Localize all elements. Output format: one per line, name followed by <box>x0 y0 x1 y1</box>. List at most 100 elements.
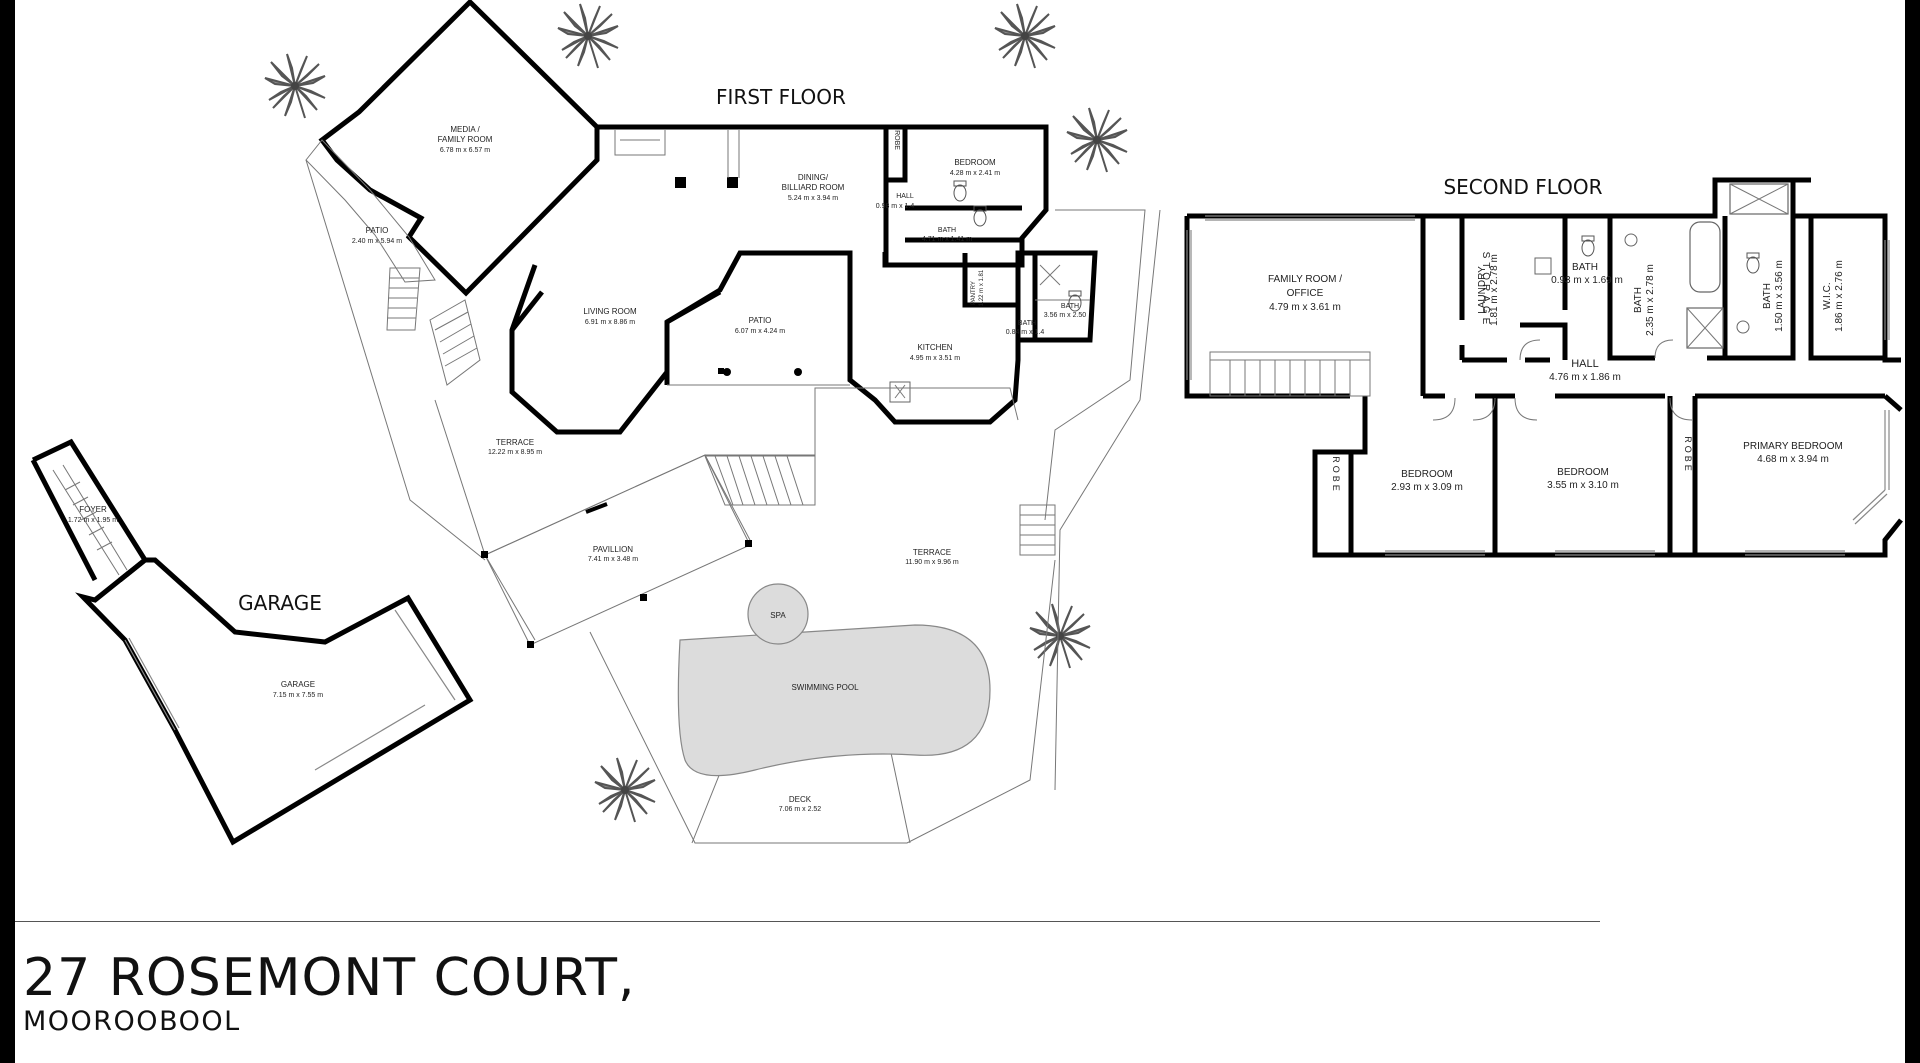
bath-name: BATH <box>938 227 956 234</box>
toilet-icon <box>1581 235 1595 257</box>
sink-icon <box>1624 233 1638 247</box>
dining-room-name: BILLIARD ROOM <box>782 183 845 192</box>
bath-dims: 1.50 m x 3.56 m <box>1774 260 1785 332</box>
bath-name: BATH <box>1572 262 1598 273</box>
deck-dims: 7.06 m x 2.52 <box>779 806 822 813</box>
suburb-title: MOOROOBOOL <box>23 1006 241 1037</box>
hall-dims: 4.76 m x 1.86 m <box>1549 372 1621 383</box>
bath-dims: 3.56 m x 2.50 <box>1044 312 1087 319</box>
stairs-icon <box>704 455 1056 556</box>
bathtub-icon <box>1689 221 1721 293</box>
robe-label: ROBE <box>893 130 900 150</box>
palm-tree-icon <box>264 53 326 119</box>
bedroom-dims: 3.55 m x 3.10 m <box>1547 480 1619 491</box>
bath-dims: 4.71 m x 1.41 m <box>922 236 972 243</box>
kitchen-walls <box>1015 250 1098 343</box>
bedroom-name: BEDROOM <box>1401 469 1453 480</box>
toilet-icon <box>1746 252 1760 274</box>
address-title: 27 ROSEMONT COURT, <box>23 948 636 1008</box>
palm-tree-icon <box>994 3 1056 69</box>
palm-tree-icon <box>594 757 656 823</box>
media-room-dims: 6.78 m x 6.57 m <box>440 147 490 154</box>
stairs-icon <box>1209 351 1371 397</box>
storage-label: STORAGE <box>1480 252 1491 329</box>
bath-name: BATH <box>1762 283 1773 309</box>
bedroom-name: BEDROOM <box>954 158 996 167</box>
dining-room-name: DINING/ <box>798 173 829 182</box>
spa-name: SPA <box>770 611 786 620</box>
shower-icon <box>1686 307 1724 349</box>
garage-room-name: GARAGE <box>281 680 315 689</box>
pantry-name: PANTRY <box>971 281 977 305</box>
sink-icon <box>1736 320 1750 334</box>
family-room-dims: 4.79 m x 3.61 m <box>1269 302 1341 313</box>
bath-name: BATH <box>1018 320 1036 327</box>
palm-tree-icon <box>1029 603 1091 669</box>
garage-walls <box>75 557 474 846</box>
second-floor-heading: SECOND FLOOR <box>1443 175 1602 199</box>
foyer-dims: 1.72 m x 1.95 m <box>68 517 118 524</box>
hall-name: HALL <box>896 193 914 200</box>
bedroom-dims: 4.28 m x 2.41 m <box>950 170 1000 177</box>
kitchen-name: KITCHEN <box>917 343 952 352</box>
patio-small-name: PATIO <box>366 226 389 235</box>
palm-tree-icon <box>1066 107 1128 173</box>
title-divider <box>15 921 1600 922</box>
bath-dims: 2.35 m x 2.78 m <box>1645 264 1656 336</box>
media-room-name: MEDIA / <box>450 125 480 134</box>
floor-plan-drawing: MEDIA / FAMILY ROOM 6.78 m x 6.57 m PATI… <box>30 0 1903 846</box>
patio-small-dims: 2.40 m x 5.94 m <box>352 238 402 245</box>
media-room-walls <box>318 0 600 297</box>
first-floor-heading: FIRST FLOOR <box>716 85 846 109</box>
bath-name: BATH <box>1061 303 1079 310</box>
living-room-name: LIVING ROOM <box>583 307 637 316</box>
laundry-name: LAUNDRY <box>1477 266 1488 314</box>
sink-icon <box>1534 257 1552 275</box>
garage-room-dims: 7.15 m x 7.55 m <box>273 692 323 699</box>
palm-tree-icon <box>557 3 619 69</box>
laundry-dims: 1.81 m x 2.78 m <box>1489 254 1500 326</box>
pool-name: SWIMMING POOL <box>791 683 859 692</box>
wic-dims: 1.86 m x 2.76 m <box>1834 260 1845 332</box>
robe-label: ROBE <box>1683 436 1693 474</box>
terrace-name: TERRACE <box>913 548 951 557</box>
pantry-dims: 1.22 m x 1.81 <box>979 269 985 306</box>
living-room-dims: 6.91 m x 8.86 m <box>585 319 635 326</box>
kitchen-dims: 4.95 m x 3.51 m <box>910 355 960 362</box>
stairs-icon <box>52 464 128 576</box>
deck-name: DECK <box>789 795 812 804</box>
pavillion-dims: 7.41 m x 3.48 m <box>588 556 638 563</box>
door-swing-icon <box>1432 339 1693 421</box>
pavillion-name: PAVILLION <box>593 545 633 554</box>
bedroom-dims: 2.93 m x 3.09 m <box>1391 482 1463 493</box>
bedroom-walls <box>1312 396 1903 558</box>
hall-name: HALL <box>1571 358 1599 370</box>
dining-room-dims: 5.24 m x 3.94 m <box>788 195 838 202</box>
swimming-pool <box>677 624 991 777</box>
robe-label: ROBE <box>1331 456 1341 494</box>
living-room-walls <box>509 250 853 435</box>
bath-dims: 0.84 m x 1.4 <box>1006 329 1045 336</box>
patio-name: PATIO <box>749 316 772 325</box>
family-room-name: OFFICE <box>1287 288 1324 299</box>
primary-bedroom-dims: 4.68 m x 3.94 m <box>1757 454 1829 465</box>
bath-dims: 0.93 m x 1.69 m <box>1551 275 1623 286</box>
terrace-dims: 12.22 m x 8.95 m <box>488 449 542 456</box>
primary-bedroom-name: PRIMARY BEDROOM <box>1743 441 1843 452</box>
terrace-dims: 11.90 m x 9.96 m <box>905 559 959 566</box>
terrace-name: TERRACE <box>496 438 534 447</box>
hall-dims: 0.98 m x 1.4 <box>876 203 915 210</box>
foyer-name: FOYER <box>79 505 107 514</box>
bath-name: BATH <box>1633 287 1644 313</box>
media-room-name: FAMILY ROOM <box>438 135 493 144</box>
patio-dims: 6.07 m x 4.24 m <box>735 328 785 335</box>
garage-heading: GARAGE <box>238 591 322 615</box>
bedroom-name: BEDROOM <box>1557 467 1609 478</box>
toilet-icon <box>953 180 967 202</box>
stairs-icon <box>386 267 481 386</box>
family-room-name: FAMILY ROOM / <box>1268 274 1342 285</box>
spa <box>747 583 809 645</box>
wic-name: W.I.C. <box>1822 282 1833 309</box>
second-floor-plan: FAMILY ROOM / OFFICE 4.79 m x 3.61 m STO… <box>1184 177 1903 558</box>
floor-plan-sheet: MEDIA / FAMILY ROOM 6.78 m x 6.57 m PATI… <box>15 0 1905 1063</box>
